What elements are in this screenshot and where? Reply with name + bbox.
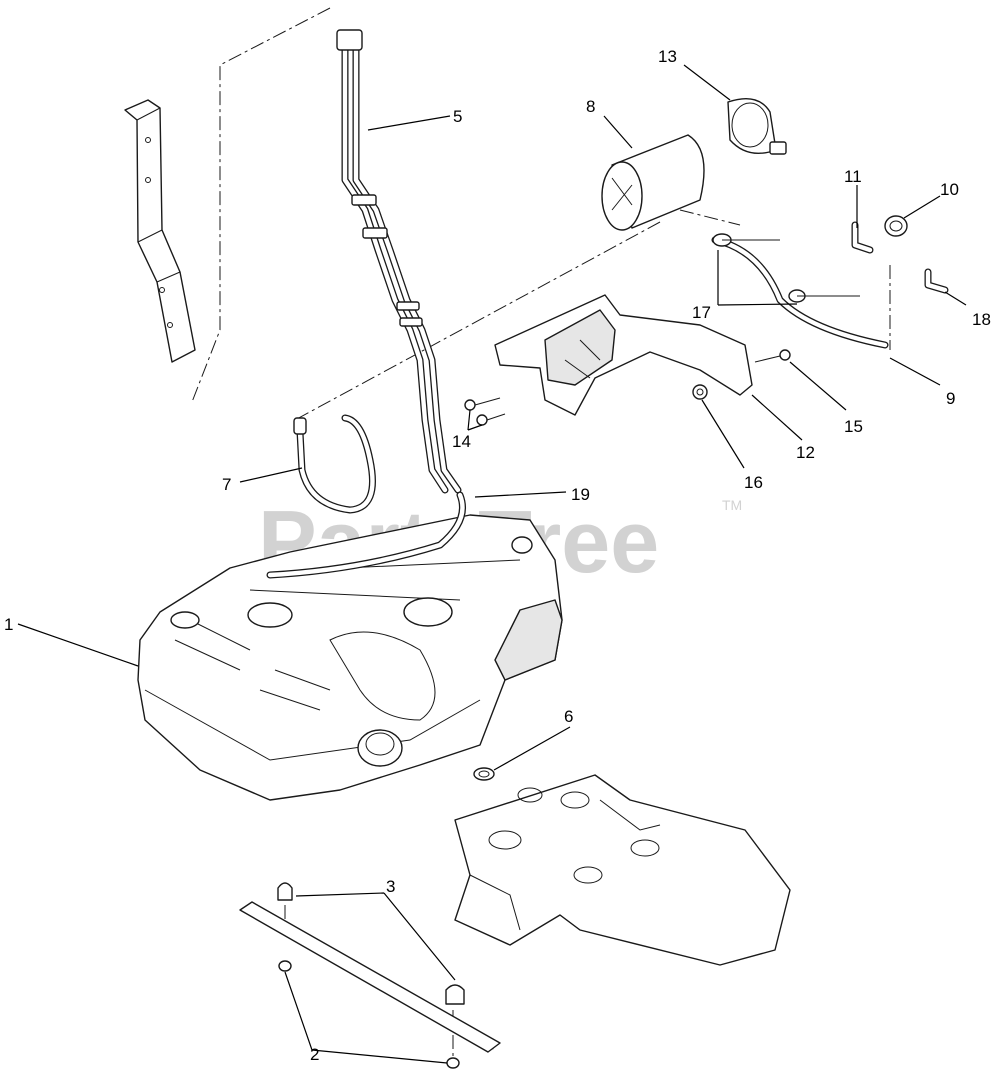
callout-3: 3 xyxy=(386,877,395,896)
callout-11: 11 xyxy=(844,167,862,186)
callout-16: 16 xyxy=(744,473,763,492)
tank-mounting-plate xyxy=(454,774,791,966)
callout-18: 18 xyxy=(972,310,991,329)
callout-8: 8 xyxy=(586,97,595,116)
fuel-tank xyxy=(137,491,563,801)
callout-13: 13 xyxy=(658,47,677,66)
check-valve xyxy=(884,215,908,237)
callout-2: 2 xyxy=(310,1045,319,1064)
fuel-hose-bundle xyxy=(336,29,462,494)
callout-1: 1 xyxy=(4,615,13,634)
nut-16 xyxy=(692,384,708,400)
watermark-trademark: TM xyxy=(722,497,742,513)
elbow-fitting-18 xyxy=(924,268,949,294)
bolt-15 xyxy=(754,349,791,363)
callout-labels: 1 2 3 5 6 7 8 9 10 11 12 13 14 15 16 17 … xyxy=(4,47,991,1064)
callout-15: 15 xyxy=(844,417,863,436)
elbow-fitting-11 xyxy=(851,221,874,254)
vent-hose xyxy=(293,414,376,514)
callout-14: 14 xyxy=(452,432,471,451)
callout-5: 5 xyxy=(453,107,462,126)
isolator-2-right xyxy=(446,1057,460,1069)
bolt-14-a xyxy=(464,397,501,411)
callout-6: 6 xyxy=(564,707,573,726)
canister-vent-hose xyxy=(711,233,889,349)
isolator-3-right xyxy=(445,984,465,1005)
callout-7: 7 xyxy=(222,475,231,494)
frame-bracket xyxy=(124,99,196,363)
tank-support-bar xyxy=(239,901,501,1053)
callout-19: 19 xyxy=(571,485,590,504)
callout-9: 9 xyxy=(946,389,955,408)
bolt-14-b xyxy=(476,413,506,426)
canister-bracket xyxy=(494,294,753,416)
charcoal-canister xyxy=(601,134,705,231)
callout-10: 10 xyxy=(940,180,959,199)
isolator-2-left xyxy=(278,960,292,972)
canister-clamp xyxy=(727,98,787,155)
isolator-3-left xyxy=(277,882,293,901)
hose-clamp xyxy=(473,767,495,781)
callout-17: 17 xyxy=(692,303,711,322)
callout-12: 12 xyxy=(796,443,815,462)
leader-lines xyxy=(17,64,967,1064)
